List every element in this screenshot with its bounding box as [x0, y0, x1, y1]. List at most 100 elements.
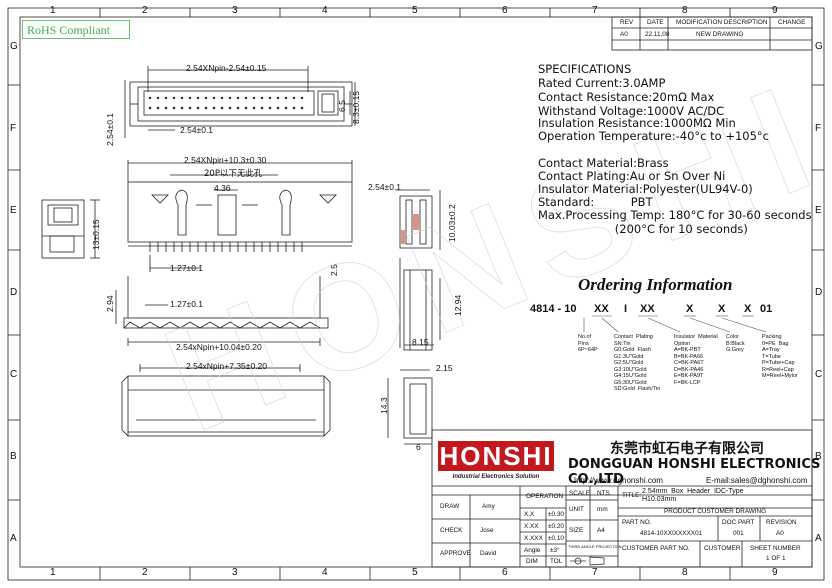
dim-bottom1: 2.54xNpin+10.04±0.20	[176, 342, 262, 352]
order-code-pins: XX	[594, 303, 609, 315]
dim-w215: 2.15	[436, 363, 453, 373]
spec-line-1: Contact Resistance:20mΩ Max	[538, 90, 715, 104]
grid-row-c-right: C	[815, 369, 823, 380]
dim-w815: 8.15	[412, 337, 429, 347]
dim-h1003: 10.03±0.2	[447, 204, 457, 242]
dim-pitch-top: 2.54XNpin-2.54±0.15	[186, 63, 267, 73]
grid-col-2-bottom: 2	[142, 567, 148, 578]
approve-name: David	[480, 550, 497, 557]
tol-xxx: X.XX	[524, 523, 539, 530]
dim-side-254: 2.54±0.1	[105, 112, 115, 146]
approve-label: APPROVE	[440, 550, 471, 557]
title-value: 2.54mm Box Header IDC-Type H10.03mm	[642, 488, 744, 503]
option-packing: Packing 0=PE Bag A=Tray T=Tube P=Tube+Ca…	[762, 334, 798, 379]
revision-label: REVISION	[766, 519, 797, 526]
draw-name: Amy	[482, 503, 495, 510]
dim-bottom2: 2.54xNpin+7.35±0.20	[186, 361, 267, 371]
rev-row-date: 22.11.08	[645, 31, 670, 38]
size-value: A4	[597, 527, 605, 534]
unit-label: UNIT	[569, 506, 584, 513]
spec-heading: SPECIFICATIONS	[538, 62, 632, 76]
spec-line-7: Contact Plating:Au or Sn Over Ni	[538, 169, 726, 183]
part-no-label: PART NO.	[622, 519, 652, 526]
grid-col-2: 2	[142, 5, 148, 16]
third-angle-label: THIRD ANGLE PROJECTION	[568, 544, 622, 549]
grid-col-1: 1	[50, 5, 56, 16]
grid-row-f-right: F	[815, 123, 822, 134]
tol-xx-value: ±0.30	[548, 511, 564, 518]
grid-row-d: D	[10, 287, 18, 298]
grid-col-1-bottom: 1	[50, 567, 56, 578]
grid-col-6-bottom: 6	[502, 567, 508, 578]
grid-row-a-right: A	[815, 533, 822, 544]
company-email: E-mail:sales@dghonshi.com	[706, 476, 808, 485]
grid-col-4: 4	[322, 5, 328, 16]
option-material: Insulator Material Option A=BK-PBT B=BK-…	[674, 334, 718, 386]
check-label: CHECK	[440, 527, 463, 534]
revision-value: A0	[776, 530, 784, 537]
honshi-logo: HONSHI	[438, 441, 554, 471]
grid-row-d-right: D	[815, 287, 823, 298]
dim-h143: 14.3	[379, 397, 389, 414]
spec-line-2: Withstand Voltage:1000V AC/DC	[538, 104, 725, 118]
customer-label: CUSTOMER	[704, 545, 741, 552]
tol-xxx-value: ±0.20	[548, 523, 564, 530]
grid-col-3-bottom: 3	[232, 567, 238, 578]
grid-row-e-right: E	[815, 205, 822, 216]
order-code-color: X	[718, 303, 726, 315]
grid-col-7: 7	[592, 5, 598, 16]
option-plating: Contact Plating SN:Tin G0:Gold Flash G1:…	[614, 334, 661, 392]
product-drawing: PRODUCT CUSTOMER DRAWING	[664, 508, 767, 515]
part-no-value: 4814-10XXIXXXXX01	[640, 530, 703, 537]
operation-label: OPERATION	[526, 493, 564, 500]
grid-col-4-bottom: 4	[322, 567, 328, 578]
grid-row-a: A	[10, 533, 17, 544]
spec-line-4: Operation Temperature:-40°c to +105°c	[538, 129, 769, 143]
title-label: TITLE:	[622, 492, 642, 499]
grid-col-6: 6	[502, 5, 508, 16]
grid-row-g: G	[10, 41, 18, 52]
order-code-packing: X	[744, 303, 752, 315]
logo-subtitle: Industrial Electronics Solution	[452, 474, 540, 480]
dim-w127b: 1.27±0.1	[170, 299, 204, 309]
dim-h294a: 2.94	[105, 295, 115, 312]
customer-part-label: CUSTOMER PART NO.	[622, 545, 690, 552]
dim-h13: 13±0.15	[91, 219, 101, 250]
tol-xxxx: X.XXX	[524, 535, 543, 542]
grid-col-3: 3	[232, 5, 238, 16]
rohs-badge: RoHS Compliant	[22, 20, 130, 39]
order-code-i: I	[624, 303, 628, 315]
rev-header-change: CHANGE	[778, 19, 806, 26]
tol-angle-value: ±3°	[550, 547, 560, 554]
order-code-plating: XX	[640, 303, 655, 315]
dim-w127a: 1.27±0.1	[170, 263, 204, 273]
dim-h83: 8.3±0.15	[351, 90, 361, 124]
grid-row-f: F	[10, 123, 17, 134]
rev-row-rev: A0	[620, 31, 628, 38]
tol-label: TOL	[550, 558, 563, 565]
doc-part-label: DOC PART	[722, 519, 755, 526]
spec-line-11: (200°C for 10 seconds)	[538, 222, 748, 236]
draw-label: DRAW	[440, 503, 460, 510]
grid-col-9-bottom: 9	[772, 567, 778, 578]
ordering-title: Ordering Information	[578, 275, 733, 294]
grid-row-c: C	[10, 369, 18, 380]
dim-h65: 6.5	[337, 100, 347, 112]
order-code-suffix: 01	[760, 303, 773, 315]
grid-row-b-right: B	[815, 451, 822, 462]
grid-col-9: 9	[772, 5, 778, 16]
dim-w436: 4.36	[214, 183, 231, 193]
company-website: http://www.dghonshi.com	[574, 476, 663, 485]
doc-part-value: 001	[733, 530, 744, 537]
dim-label: DIM	[526, 558, 538, 565]
order-code-material: X	[686, 303, 694, 315]
spec-line-6: Contact Material:Brass	[538, 156, 669, 170]
grid-row-g-right: G	[815, 41, 823, 52]
rev-header-date: DATE	[647, 19, 664, 26]
tol-xxxx-value: ±0.10	[548, 535, 564, 542]
company-name-en: DONGGUAN HONSHI ELECTRONICS CO.,LTD	[568, 457, 821, 487]
spec-line-8: Insulator Material:Polyester(UL94V-0)	[538, 182, 753, 196]
dim-h25: 2.5	[329, 264, 339, 276]
unit-value: mm	[597, 506, 608, 513]
